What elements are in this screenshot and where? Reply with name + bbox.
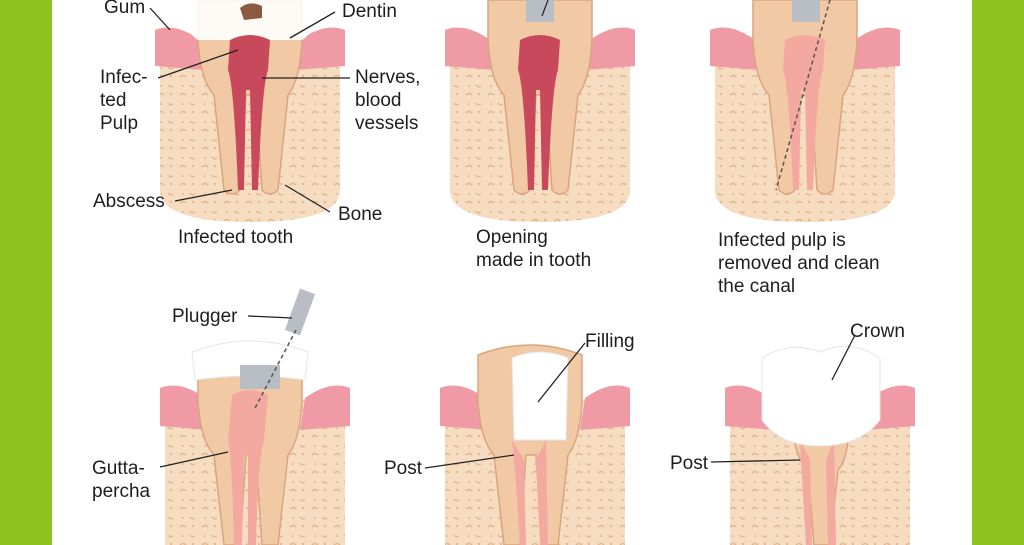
leader-lines: [149, 7, 856, 469]
label-filling: Filling: [585, 331, 635, 352]
label-crown: Crown: [850, 321, 905, 342]
caption-opening: Opening made in tooth: [476, 227, 592, 271]
label-nerves: Nerves, blood vessels: [355, 67, 421, 134]
tooth-filling: [440, 344, 630, 545]
tooth-plugger: [160, 288, 350, 545]
tooth-opening: [445, 0, 635, 222]
label-abscess: Abscess: [93, 191, 165, 212]
tooth-infected: [155, 0, 345, 222]
label-gutta-percha: Gutta- percha: [92, 458, 151, 502]
label-post-crown: Post: [670, 453, 709, 474]
label-dentin: Dentin: [342, 1, 397, 22]
label-post-filling: Post: [384, 458, 423, 479]
label-gum: Gum: [104, 0, 146, 18]
label-bone: Bone: [338, 204, 383, 225]
tooth-cleaned: [710, 0, 900, 222]
caption-infected-tooth: Infected tooth: [178, 227, 294, 248]
label-infected-pulp: Infec- ted Pulp: [100, 67, 148, 134]
caption-pulp-removed: Infected pulp is removed and clean the c…: [718, 230, 880, 297]
label-plugger: Plugger: [172, 306, 238, 327]
tooth-crown: [725, 345, 915, 545]
